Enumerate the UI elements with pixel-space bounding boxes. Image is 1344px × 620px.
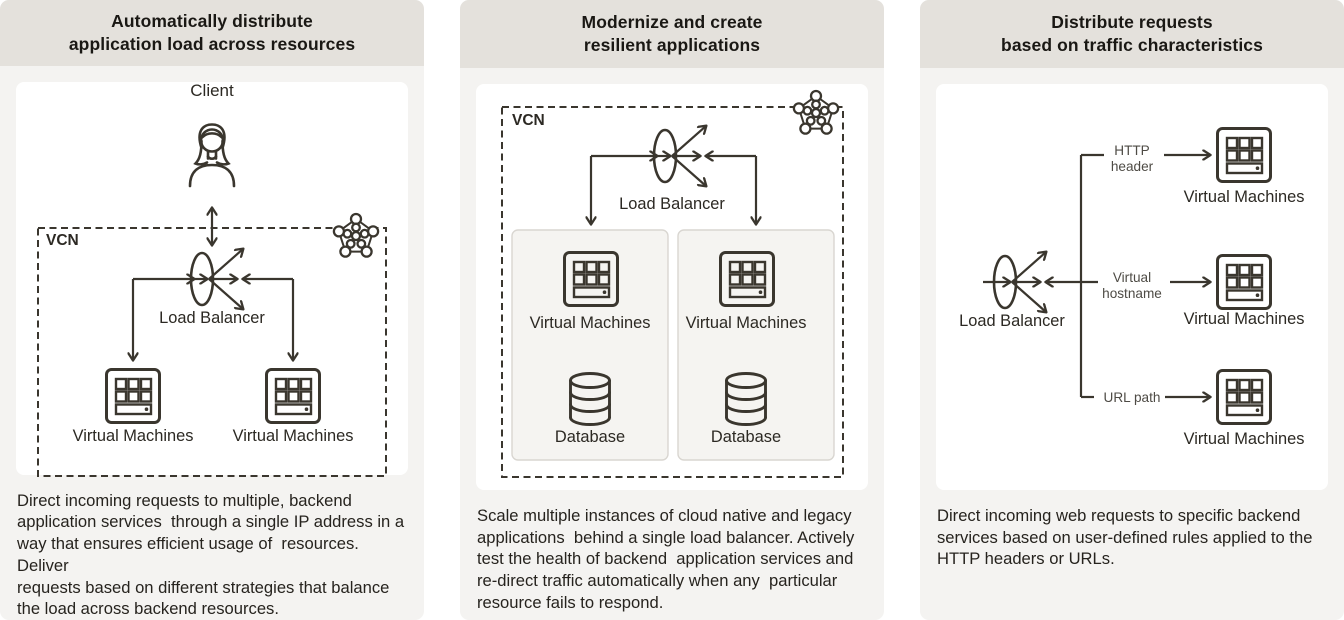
panel-title-band: Distribute requests based on traffic cha…	[920, 0, 1344, 68]
rule-http-header-label: HTTP header	[1110, 143, 1154, 174]
panel-traffic-routing: Distribute requests based on traffic cha…	[920, 0, 1344, 620]
diagram-card: Client VCN Load Balancer Virtual Machine…	[16, 80, 408, 477]
load-balancer-arrows-icon	[591, 126, 756, 186]
vm-label: Virtual Machines	[232, 426, 354, 445]
diagram-card: VCN Load Balancer Virtual Machines Virtu…	[476, 84, 868, 490]
load-balancer-label: Load Balancer	[619, 195, 725, 213]
vcn-boundary	[501, 106, 844, 478]
database-label: Database	[710, 428, 782, 446]
diagram-traffic-routing	[983, 127, 1272, 425]
panel-title-band: Modernize and create resilient applicati…	[460, 0, 884, 68]
panel-automatic-distribution: Automatically distribute application loa…	[0, 0, 424, 620]
panel-description: Direct incoming requests to multiple, ba…	[17, 490, 405, 619]
vm-label: Virtual Machines	[72, 426, 194, 445]
load-balancer-label: Load Balancer	[159, 308, 265, 327]
subnet-box-right	[677, 229, 835, 461]
load-balancer-arrows-icon	[983, 252, 1046, 312]
panel-title: Distribute requests based on traffic cha…	[1001, 12, 1263, 55]
pentagon-network-icon	[791, 88, 841, 138]
pentagon-network-icon	[331, 211, 381, 260]
vm-label: Virtual Machines	[1183, 430, 1305, 448]
panel-description: Scale multiple instances of cloud native…	[477, 506, 855, 612]
vm-label: Virtual Machines	[529, 314, 651, 332]
vm-label: Virtual Machines	[685, 314, 807, 332]
vm-grid-icon	[1216, 254, 1272, 310]
load-balancer-arrows-icon	[133, 249, 293, 309]
load-balancer-label: Load Balancer	[959, 312, 1065, 330]
vcn-boundary	[37, 226, 387, 477]
client-label: Client	[190, 80, 234, 100]
vm-grid-icon	[1216, 369, 1272, 425]
panel-description: Direct incoming web requests to specific…	[937, 506, 1313, 569]
subnet-box-left	[511, 229, 669, 461]
vm-grid-icon	[105, 367, 161, 424]
person-icon	[188, 123, 236, 188]
vm-grid-icon	[1216, 127, 1272, 183]
vm-grid-icon	[265, 367, 321, 424]
panel-title: Modernize and create resilient applicati…	[581, 12, 763, 55]
vm-label: Virtual Machines	[1183, 188, 1305, 206]
rule-virtual-hostname-label: Virtual hostname	[1102, 270, 1162, 301]
vm-label: Virtual Machines	[1183, 310, 1305, 328]
diagram-auto-distribute	[37, 123, 387, 477]
vcn-label: VCN	[46, 231, 79, 249]
panel-modernize-resilient: Modernize and create resilient applicati…	[460, 0, 884, 620]
panel-title-band: Automatically distribute application loa…	[0, 0, 424, 66]
diagram-card: Load Balancer HTTP header Virtual hostna…	[936, 84, 1328, 490]
panel-title: Automatically distribute application loa…	[68, 10, 356, 54]
rule-url-path-label: URL path	[1103, 390, 1161, 405]
vcn-label: VCN	[512, 112, 545, 129]
database-label: Database	[554, 428, 626, 446]
diagram-modernize	[501, 88, 844, 478]
